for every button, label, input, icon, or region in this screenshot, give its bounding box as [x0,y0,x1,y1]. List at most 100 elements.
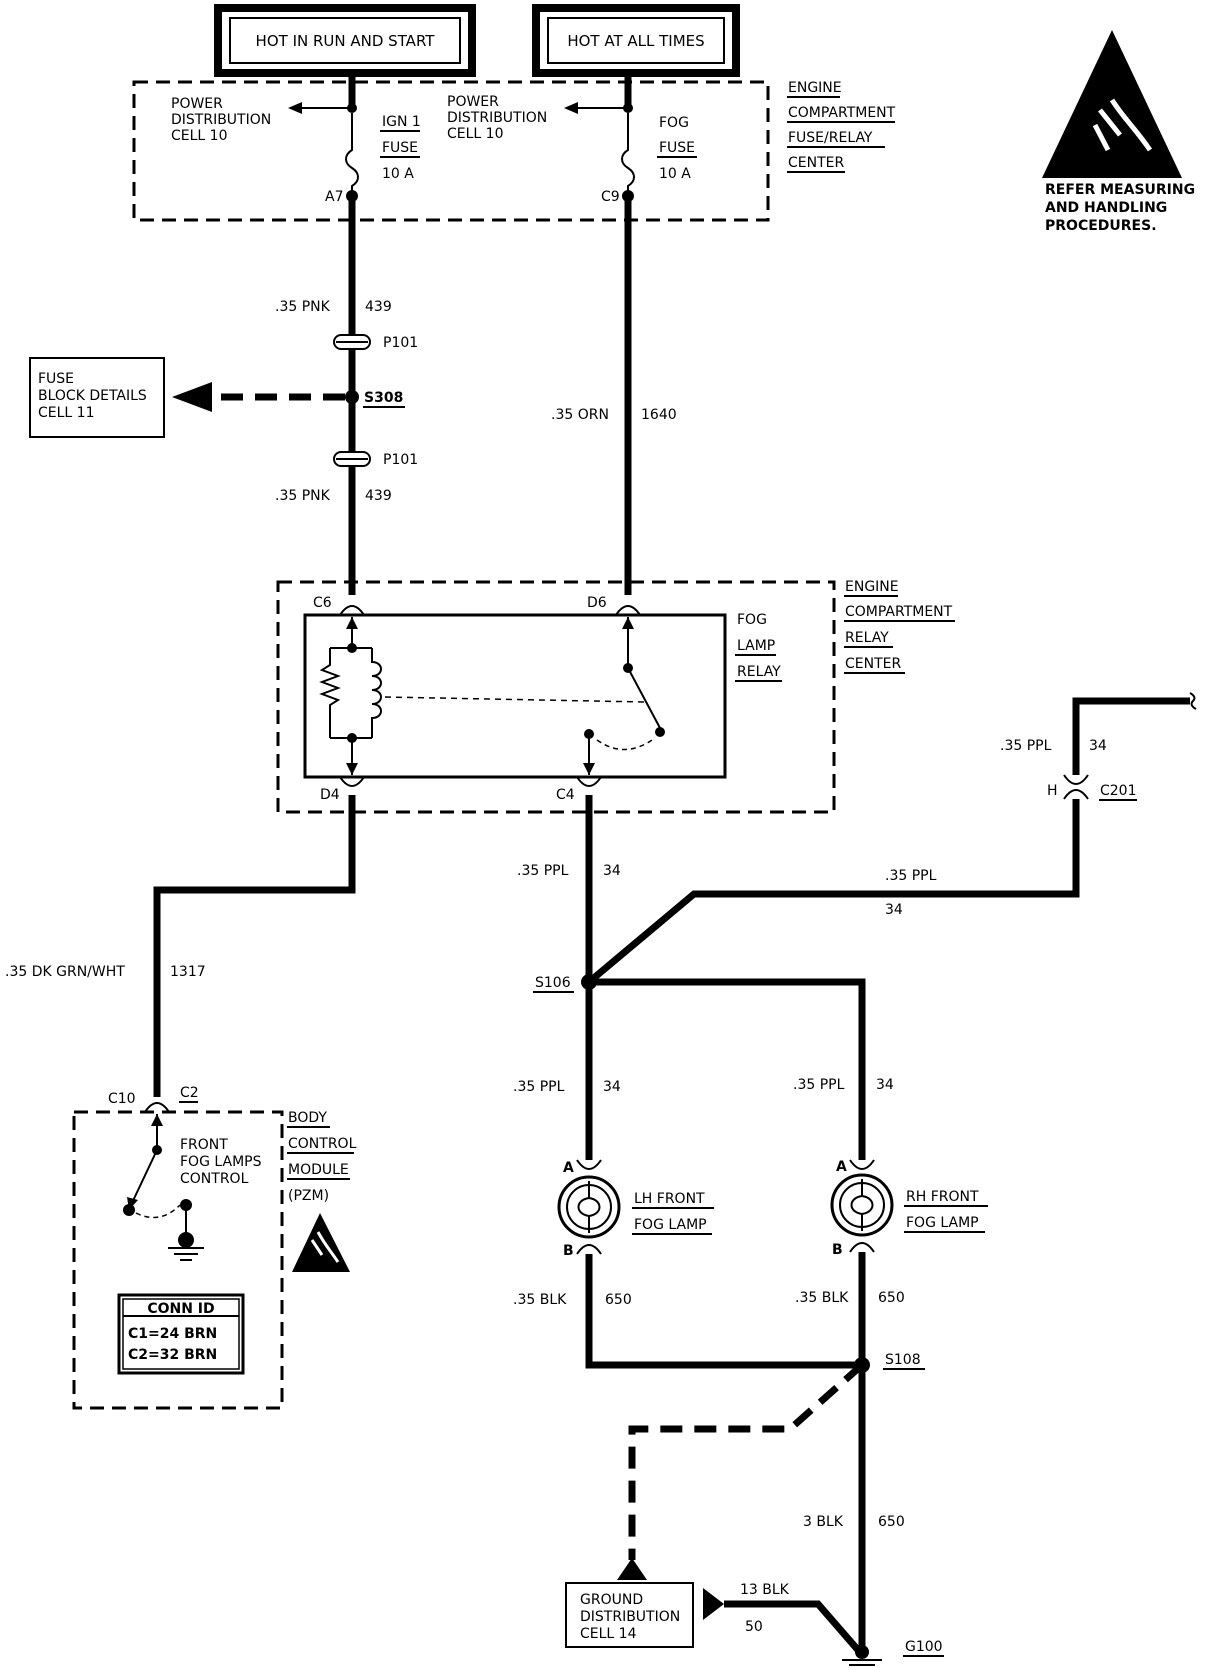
w650-gnd-num: 650 [878,1514,905,1530]
w34-c4-num: 34 [603,863,621,879]
w1640-num: 1640 [641,407,677,423]
svg-text:CELL 10: CELL 10 [447,126,504,142]
hot-all-times-box: HOT AT ALL TIMES [532,4,740,77]
arrow-left-icon [288,102,302,114]
svg-text:FOG: FOG [737,612,767,628]
w650-rh-num: 650 [878,1290,905,1306]
bcm-esd-icon [292,1213,350,1272]
w34-c4-size: .35 PPL [517,863,569,879]
w34-lh-num: 34 [603,1079,621,1095]
lh-fog-lamp-label: LH FRONT FOG LAMP [632,1191,714,1235]
svg-text:GROUND: GROUND [580,1592,643,1608]
svg-text:10 A: 10 A [382,166,414,182]
fuse-block-label: FUSE BLOCK DETAILS CELL 11 [38,371,147,421]
svg-text:LH FRONT: LH FRONT [634,1191,705,1207]
svg-text:POWER: POWER [447,94,499,110]
pin-d6: D6 [587,595,607,611]
svg-text:BODY: BODY [288,1110,327,1126]
svg-text:FUSE: FUSE [38,371,74,387]
wire-34-top [1072,697,1190,775]
w50-num: 50 [745,1619,763,1635]
svg-text:COMPARTMENT: COMPARTMENT [788,105,896,121]
w34-top-num: 34 [1089,738,1107,754]
relay-center-box [276,580,836,814]
bcm-label: BODY CONTROL MODULE (PZM) [287,1110,357,1204]
c201-pin: H [1047,783,1058,799]
conn-id-c1: C1=24 BRN [128,1326,217,1342]
d6-connector-icon [615,605,641,616]
lh-pin-a: A [563,1160,574,1176]
svg-text:AND HANDLING: AND HANDLING [1045,200,1167,216]
svg-text:(PZM): (PZM) [288,1188,329,1204]
svg-text:CELL 10: CELL 10 [171,128,228,144]
svg-text:ENGINE: ENGINE [788,80,842,96]
svg-text:POWER: POWER [171,96,223,112]
rh-pin-a: A [836,1159,847,1175]
pin-d4: D4 [320,787,340,803]
svg-text:RELAY: RELAY [845,630,889,646]
c4-connector-icon [576,776,602,787]
ground-distribution-box [565,1582,694,1648]
p101-bottom-connector-icon [333,451,371,467]
wire-1317 [153,795,356,1097]
svg-text:FUSE: FUSE [382,140,418,156]
c201-upper-cup-icon [1063,774,1089,785]
wire-34-horiz [586,799,1080,985]
pin-a7: A7 [325,189,343,205]
svg-text:FOG LAMP: FOG LAMP [634,1217,707,1233]
w1317-size: .35 DK GRN/WHT [5,964,125,980]
esd-note: REFER MEASURING AND HANDLING PROCEDURES. [1045,182,1195,234]
svg-text:REFER MEASURING: REFER MEASURING [1045,182,1195,198]
ground-branch-dashed [628,1362,865,1560]
c10-connector-icon [144,1102,170,1113]
ign-fuse-icon [345,113,359,196]
pin-c10: C10 [108,1091,136,1107]
wire-650-lh [585,1254,862,1369]
hot-run-start-label: HOT IN RUN AND START [256,32,436,50]
c201: C201 [1100,783,1137,799]
arrow-left-icon [564,102,578,114]
g100-ground-icon [842,1645,882,1666]
arrow-left-bold-icon [172,382,212,412]
conn-id-c2: C2=32 BRN [128,1347,217,1363]
fuse-block-box [29,357,165,438]
svg-text:CELL 11: CELL 11 [38,405,95,421]
w439-bot-num: 439 [365,488,392,504]
svg-text:FUSE: FUSE [659,140,695,156]
ground-distribution-label: GROUND DISTRIBUTION CELL 14 [580,1592,680,1642]
rh-pin-b: B [832,1242,843,1258]
w650-rh-size: .35 BLK [795,1290,849,1306]
s108: S108 [885,1352,921,1368]
svg-text:CONTROL: CONTROL [288,1136,357,1152]
ign-fuse-label: IGN 1 FUSE 10 A [380,114,421,182]
conn-id-title: CONN ID [147,1301,214,1317]
w34-rh-size: .35 PPL [793,1077,845,1093]
relay-switch-icon [583,617,665,775]
pin-c9: C9 [601,189,620,205]
svg-text:LAMP: LAMP [737,638,775,654]
pd-left-label: POWER DISTRIBUTION CELL 10 [171,96,271,144]
fog-fuse-label: FOG FUSE 10 A [657,115,697,182]
w34-horiz-size: .35 PPL [885,868,937,884]
p101-top-connector-icon [333,334,371,350]
arrow-up-icon [617,1558,647,1580]
wire-break-icon [1189,692,1197,710]
w1317-num: 1317 [170,964,206,980]
bcm-switch-icon [123,1114,204,1261]
bcm-control-label: FRONT FOG LAMPS CONTROL [180,1137,262,1187]
svg-text:BLOCK DETAILS: BLOCK DETAILS [38,388,147,404]
pin-c6: C6 [313,595,332,611]
svg-text:FOG: FOG [659,115,689,131]
s308: S308 [364,390,403,406]
wire-34-rh [589,978,866,1160]
bcm-box [72,1110,284,1410]
w439-top-size: .35 PNK [275,299,331,315]
pin-c4: C4 [556,787,575,803]
svg-text:CELL 14: CELL 14 [580,1626,637,1642]
esd-warning-icon [1042,30,1182,178]
svg-text:RELAY: RELAY [737,664,781,680]
svg-text:MODULE: MODULE [288,1162,349,1178]
hot-all-times-label: HOT AT ALL TIMES [567,32,704,50]
svg-text:FUSE/RELAY: FUSE/RELAY [788,130,873,146]
svg-text:CONTROL: CONTROL [180,1171,249,1187]
